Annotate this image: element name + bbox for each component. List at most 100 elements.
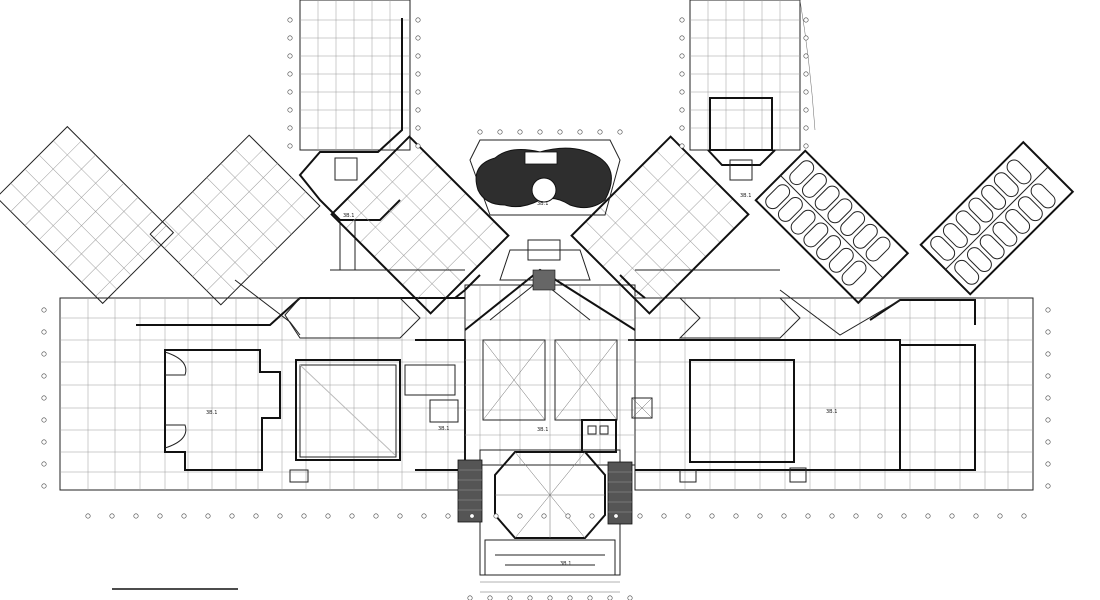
grid-axis-bubble bbox=[41, 461, 47, 467]
grid-axis-bubble bbox=[109, 513, 115, 519]
diagonal-wing-center-left bbox=[330, 135, 510, 315]
grid-axis-bubble bbox=[597, 129, 603, 135]
grid-axis-bubble bbox=[41, 329, 47, 335]
room-label: 3B.1 bbox=[537, 427, 548, 433]
grid-axis-bubble bbox=[493, 513, 499, 519]
grid-axis-bubble bbox=[205, 513, 211, 519]
grid-axis-bubble bbox=[287, 125, 293, 131]
grid-axis-bubble bbox=[517, 129, 523, 135]
grid-axis-bubble bbox=[41, 351, 47, 357]
grid-axis-bubble bbox=[253, 513, 259, 519]
grid-axis-bubble bbox=[325, 513, 331, 519]
grid-axis-bubble bbox=[415, 107, 421, 113]
room-label: 3B.1 bbox=[560, 561, 571, 567]
room-labels: 3B.1 3B.1 3B.1 3B.1 3B.1 3B.1 3B.1 3B.1 bbox=[206, 193, 837, 567]
grid-axis-bubble bbox=[41, 373, 47, 379]
grid-axis-bubble bbox=[803, 125, 809, 131]
corridors bbox=[234, 269, 901, 336]
grid-axis-bubble bbox=[829, 513, 835, 519]
grid-axis-bubble bbox=[1045, 373, 1051, 379]
grid-axis-bubble bbox=[679, 17, 685, 23]
grid-axis-bubble bbox=[803, 107, 809, 113]
grid-axis-bubble bbox=[613, 513, 619, 519]
grid-axis-bubble bbox=[1045, 461, 1051, 467]
south-entrance bbox=[457, 449, 633, 593]
grid-axis-bubble bbox=[1045, 483, 1051, 489]
grid-axis-bubble bbox=[547, 595, 553, 600]
grid-axis-bubble bbox=[803, 35, 809, 41]
grid-axis-bubble bbox=[41, 417, 47, 423]
grid-axis-bubble bbox=[415, 53, 421, 59]
north-block-right bbox=[689, 0, 816, 181]
grid-axis-bubble bbox=[415, 71, 421, 77]
grid-axis-bubble bbox=[287, 89, 293, 95]
grid-axis-bubble bbox=[679, 125, 685, 131]
grid-axis-bubble bbox=[997, 513, 1003, 519]
left-wing bbox=[59, 297, 466, 491]
grid-axis-bubble bbox=[949, 513, 955, 519]
grid-axis-bubble bbox=[1045, 307, 1051, 313]
grid-axis-bubble bbox=[287, 53, 293, 59]
grid-axis-bubble bbox=[477, 129, 483, 135]
grid-axis-bubble bbox=[287, 143, 293, 149]
grid-axis-bubble bbox=[421, 513, 427, 519]
grid-axis-bubble bbox=[679, 71, 685, 77]
grid-axis-bubble bbox=[349, 513, 355, 519]
grid-axis-bubble bbox=[415, 17, 421, 23]
grid-axis-bubble bbox=[397, 513, 403, 519]
grid-axis-bubble bbox=[1045, 351, 1051, 357]
grid-axis-bubble bbox=[277, 513, 283, 519]
grid-axis-bubble bbox=[85, 513, 91, 519]
grid-axis-bubble bbox=[497, 129, 503, 135]
grid-axis-bubble bbox=[373, 513, 379, 519]
left-wing-grid bbox=[60, 298, 465, 490]
grid-axis-bubble bbox=[589, 513, 595, 519]
grid-axis-bubble bbox=[415, 143, 421, 149]
diagonal-wing-right-rooms bbox=[754, 149, 910, 305]
grid-axis-bubble bbox=[157, 513, 163, 519]
grid-axis-bubble bbox=[679, 143, 685, 149]
grid-axis-bubble bbox=[537, 129, 543, 135]
grid-axis-bubble bbox=[1045, 329, 1051, 335]
grid-axis-bubble bbox=[679, 53, 685, 59]
grid-axis-bubble bbox=[301, 513, 307, 519]
grid-axis-bubble bbox=[287, 107, 293, 113]
grid-axis-bubble bbox=[1045, 417, 1051, 423]
grid-axis-bubble bbox=[973, 513, 979, 519]
grid-axis-bubble bbox=[565, 513, 571, 519]
grid-axis-bubble bbox=[925, 513, 931, 519]
diagonal-wing-left bbox=[149, 134, 321, 306]
grid-axis-bubble bbox=[557, 129, 563, 135]
grid-axis-bubble bbox=[41, 307, 47, 313]
central-hall bbox=[464, 268, 653, 466]
room-label: 3B.1 bbox=[206, 410, 217, 416]
grid-axis-bubble bbox=[229, 513, 235, 519]
room-label: 3B.1 bbox=[826, 409, 837, 415]
grid-axis-bubble bbox=[803, 17, 809, 23]
right-wing bbox=[628, 297, 1034, 491]
grid-axis-bubble bbox=[133, 513, 139, 519]
grid-axis-bubble bbox=[415, 35, 421, 41]
right-wing-grid bbox=[635, 298, 1033, 490]
grid-axis-bubble bbox=[487, 595, 493, 600]
grid-axis-bubble bbox=[1045, 439, 1051, 445]
grid-axis-bubbles bbox=[41, 17, 1051, 600]
grid-axis-bubble bbox=[41, 439, 47, 445]
grid-axis-bubble bbox=[287, 17, 293, 23]
grid-axis-bubble bbox=[607, 595, 613, 600]
central-grid bbox=[465, 285, 635, 465]
room-label: 3B.1 bbox=[537, 201, 548, 207]
grid-axis-bubble bbox=[415, 89, 421, 95]
grid-axis-bubble bbox=[287, 71, 293, 77]
room-label: 3B.1 bbox=[343, 213, 354, 219]
grid-axis-bubble bbox=[577, 129, 583, 135]
grid-axis-bubble bbox=[679, 107, 685, 113]
grid-axis-bubble bbox=[637, 513, 643, 519]
grid-axis-bubble bbox=[853, 513, 859, 519]
grid-axis-bubble bbox=[877, 513, 883, 519]
grid-axis-bubble bbox=[541, 513, 547, 519]
grid-axis-bubble bbox=[685, 513, 691, 519]
north-block-left bbox=[298, 0, 411, 271]
diagonal-wing-far-right-rooms bbox=[919, 140, 1075, 296]
